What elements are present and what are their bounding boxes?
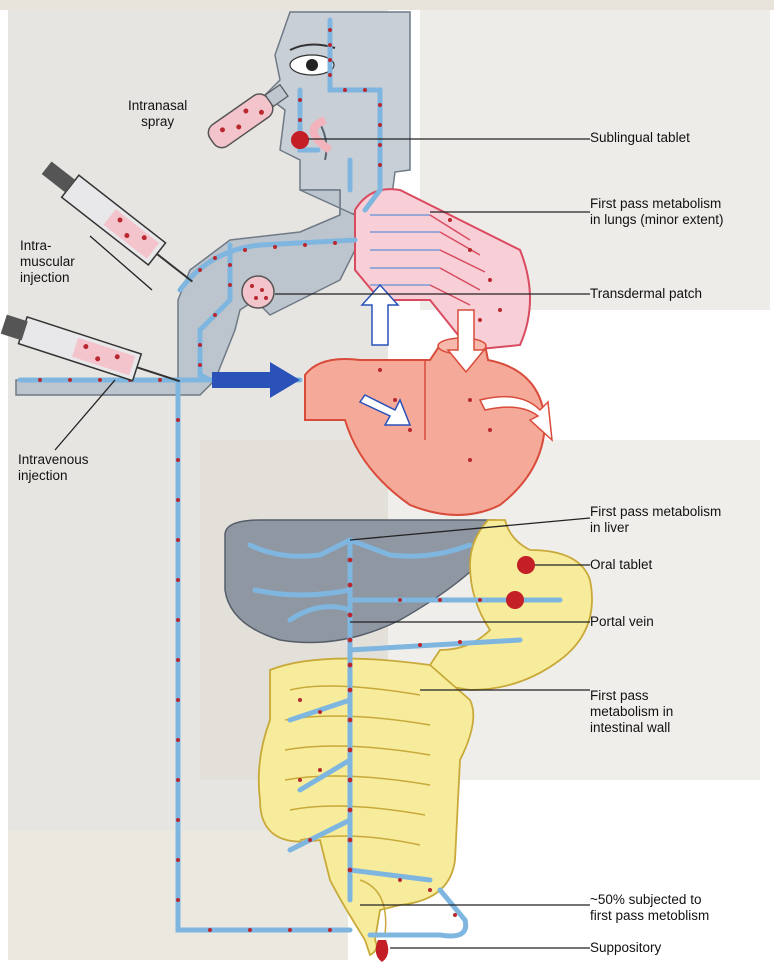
rectal-first-pass-label: ~50% subjected to first pass metoblism [590, 892, 709, 924]
intestinal-wall-label: First pass metabolism in intestinal wall [590, 688, 673, 736]
intranasal-spray-label: Intranasal spray [128, 98, 187, 130]
intravenous-label: Intravenous injection [18, 452, 89, 484]
lungs-label: First pass metabolism in lungs (minor ex… [590, 196, 724, 228]
sublingual-tablet [291, 131, 309, 149]
transdermal-label: Transdermal patch [590, 286, 702, 302]
portal-vein-label: Portal vein [590, 614, 654, 630]
intramuscular-label: Intra- muscular injection [20, 238, 75, 286]
sublingual-tablet-label: Sublingual tablet [590, 130, 690, 146]
suppository-label: Suppository [590, 940, 661, 956]
transdermal-patch [242, 276, 274, 308]
liver-label: First pass metabolism in liver [590, 504, 721, 536]
oral-tablet-label: Oral tablet [590, 557, 652, 573]
